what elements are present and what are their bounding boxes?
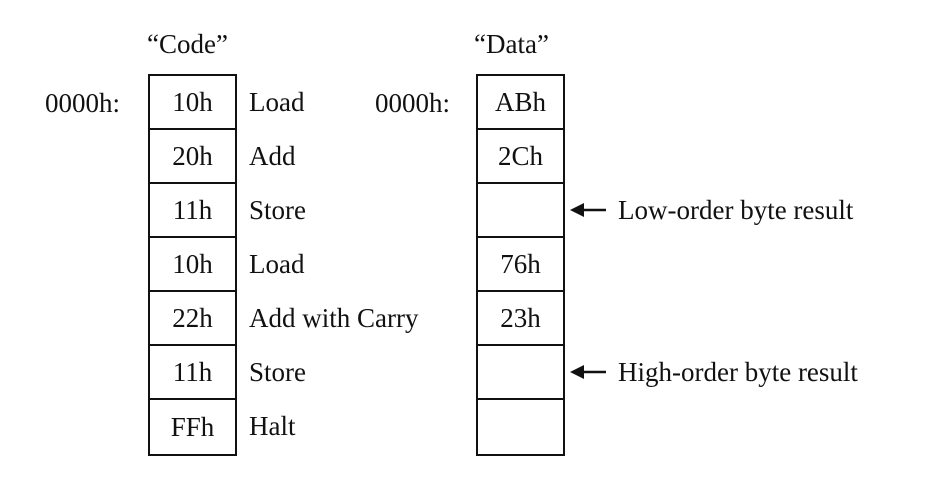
high-order-annotation: High-order byte result [570, 345, 858, 399]
data-memory-column: ABh 2Ch 76h 23h [476, 74, 565, 456]
left-arrow-icon [570, 365, 606, 379]
data-cell-5 [478, 346, 563, 400]
op-label-2: Store [249, 195, 306, 225]
data-column-title: “Data” [474, 29, 549, 59]
code-cell-5: 11h [150, 346, 235, 400]
op-label-0: Load [249, 87, 305, 117]
op-label-1: Add [249, 141, 296, 171]
code-start-address: 0000h: [45, 88, 121, 118]
code-cell-3: 10h [150, 238, 235, 292]
data-cell-2 [478, 184, 563, 238]
code-column-title: “Code” [147, 29, 228, 59]
data-cell-4: 23h [478, 292, 563, 346]
data-cell-3: 76h [478, 238, 563, 292]
op-label-3: Load [249, 249, 305, 279]
op-label-5: Store [249, 357, 306, 387]
low-order-label: Low-order byte result [618, 194, 854, 225]
op-label-6: Halt [249, 411, 296, 441]
op-label-4: Add with Carry [249, 303, 419, 333]
code-cell-0: 10h [150, 76, 235, 130]
low-order-annotation: Low-order byte result [570, 183, 853, 237]
data-cell-6 [478, 400, 563, 454]
high-order-label: High-order byte result [618, 356, 858, 387]
data-start-address: 0000h: [375, 88, 451, 118]
data-cell-1: 2Ch [478, 130, 563, 184]
left-arrow-icon [570, 203, 606, 217]
code-memory-column: 10h 20h 11h 10h 22h 11h FFh [148, 74, 237, 456]
data-cell-0: ABh [478, 76, 563, 130]
code-cell-1: 20h [150, 130, 235, 184]
code-cell-2: 11h [150, 184, 235, 238]
code-cell-4: 22h [150, 292, 235, 346]
code-cell-6: FFh [170, 411, 215, 442]
